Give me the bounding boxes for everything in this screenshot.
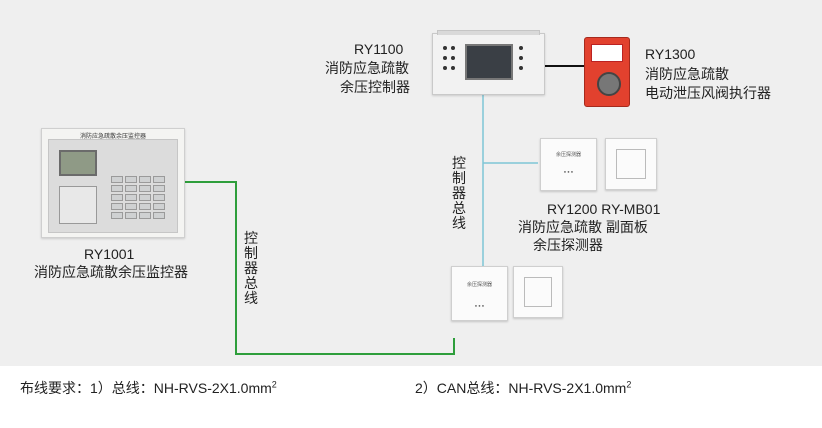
ry1300-name-line2: 电动泄压风阀执行器 (645, 85, 771, 101)
ry1001-monitor-device: 消防应急疏散余压监控器 (41, 128, 185, 238)
right-bus-label: 控制器总线 (452, 155, 466, 231)
ry1100-screen (465, 44, 513, 80)
ry-mb01-subpanel-device (605, 138, 657, 190)
controller-bus-line (183, 181, 455, 355)
ry1001-front-panel (48, 139, 178, 233)
ry1300-name-line1: 消防应急疏散 (645, 66, 729, 82)
ry1001-name-label: 消防应急疏散余压监控器 (34, 264, 188, 280)
ry1200-detector-device: 余压探测器 ● ● ● (540, 138, 597, 191)
ry1001-panel-title: 消防应急疏散余压监控器 (79, 134, 146, 140)
ry1001-lcd (59, 150, 97, 176)
wiring-requirement-2: 2）CAN总线：NH-RVS-2X1.0mm2 (415, 379, 632, 396)
ry1200-name-line1: 消防应急疏散 副面板 (518, 219, 648, 235)
ry1100-name-line2: 余压控制器 (340, 79, 410, 95)
wiring-lines (183, 65, 590, 355)
ry1100-controller-device (432, 30, 545, 95)
lower-detector-device: 余压探测器 ● ● ● (451, 266, 508, 321)
ry1100-model-label: RY1100 (354, 41, 404, 57)
ry1200-model-label: RY1200 RY-MB01 (547, 201, 661, 217)
ry1300-motor (597, 72, 621, 96)
ry1001-keypad (111, 176, 165, 219)
ry1100-name-line1: 消防应急疏散 (325, 60, 409, 76)
ry1200-name-line2: 余压探测器 (533, 237, 603, 253)
left-bus-label: 控制器总线 (244, 230, 258, 306)
ry1300-model-label: RY1300 (645, 46, 696, 62)
ry1300-actuator-device (584, 37, 630, 107)
lower-subpanel-device (513, 266, 563, 318)
ry1001-model-label: RY1001 (84, 246, 135, 262)
ry1001-printer (59, 186, 97, 224)
wiring-requirement-1: 布线要求：1）总线：NH-RVS-2X1.0mm2 (20, 379, 277, 396)
